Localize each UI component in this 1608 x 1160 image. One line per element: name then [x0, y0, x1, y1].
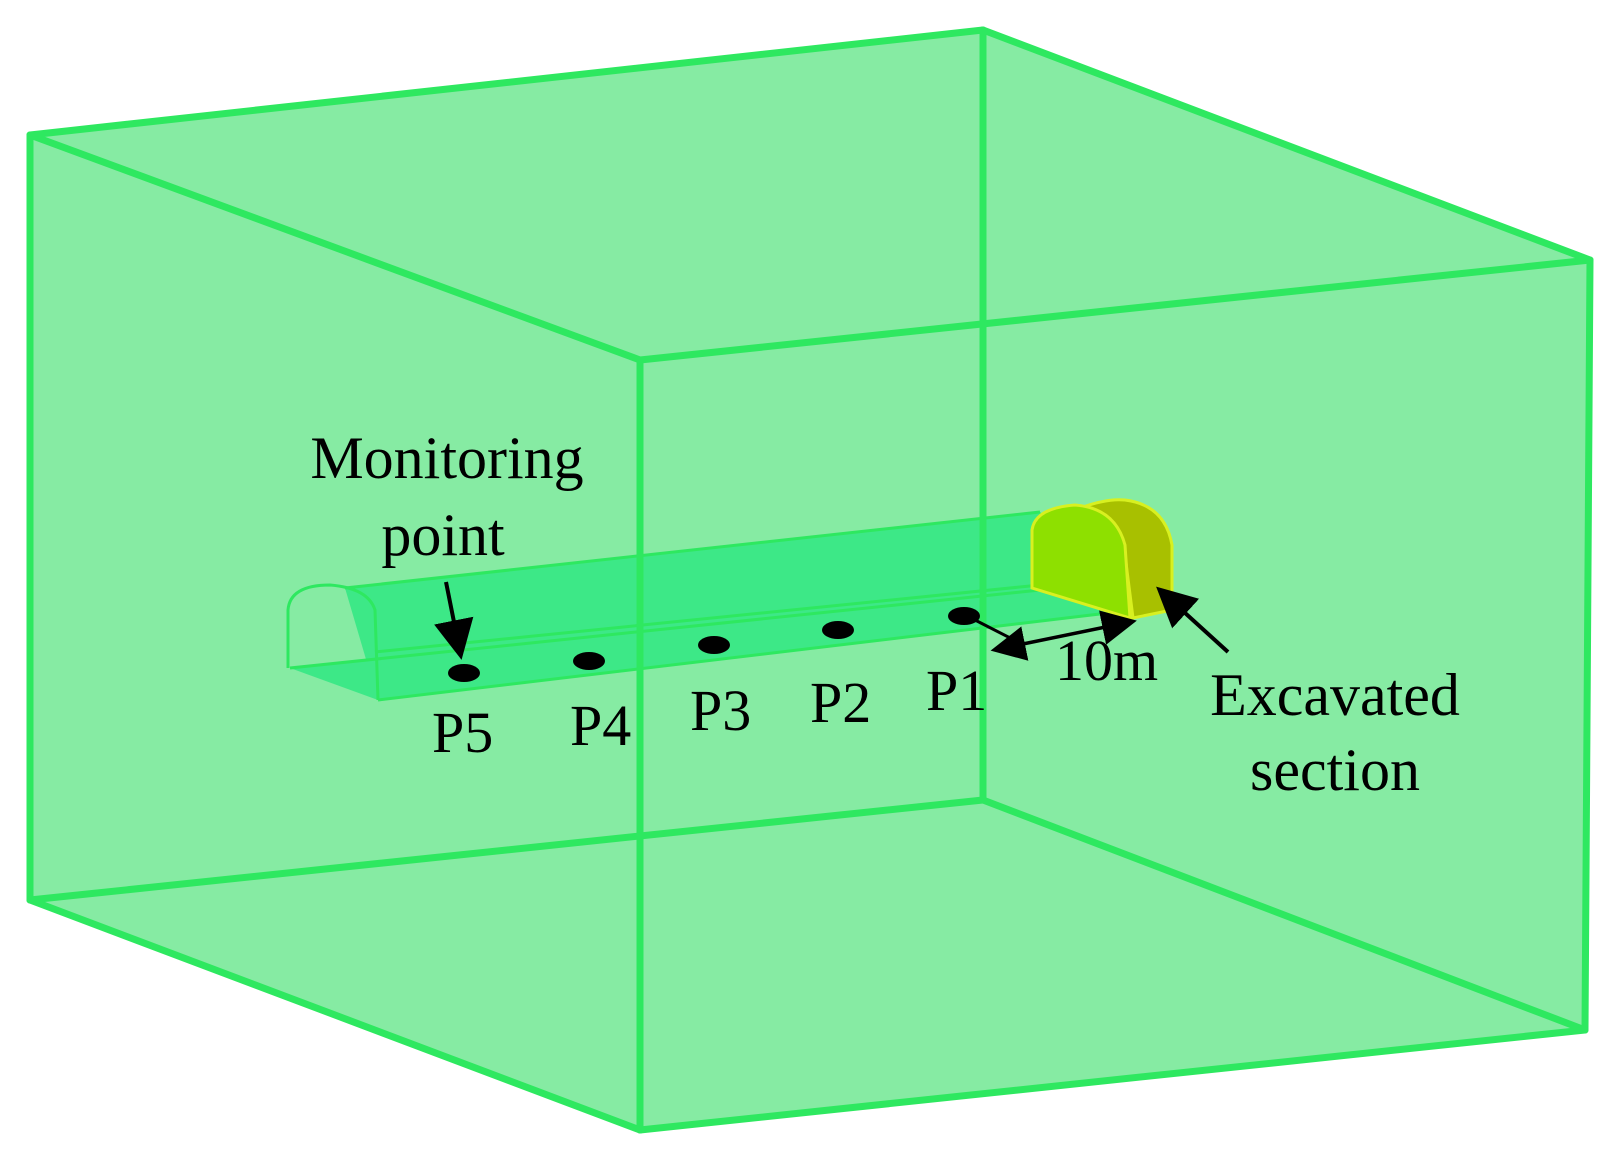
monitoring-label-line2: point — [381, 502, 505, 568]
label-p3: P3 — [690, 678, 751, 743]
excavated-label-line1: Excavated — [1210, 662, 1460, 728]
monitoring-point-p5 — [448, 664, 480, 682]
excavated-section — [1030, 498, 1174, 621]
monitoring-point-p2 — [822, 621, 854, 639]
edge-right-vert — [1581, 256, 1594, 1034]
monitoring-points — [448, 607, 980, 682]
excavated-arrow — [1156, 586, 1230, 654]
tunnel-edge-ground — [374, 583, 1041, 654]
edge-top-back — [26, 26, 987, 139]
edge-bottom-back — [26, 796, 987, 904]
excavated-label-line2: section — [1250, 737, 1420, 803]
distance-arrow — [990, 610, 1137, 661]
distance-leader — [974, 618, 1021, 645]
label-p5: P5 — [432, 700, 493, 765]
edge-bottom-left — [26, 896, 644, 1134]
edge-top-left — [26, 131, 644, 364]
monitoring-point-p3 — [698, 636, 730, 654]
edge-top-front — [636, 256, 1594, 364]
tunnel-edge-floor — [289, 588, 1041, 670]
monitoring-point-p4 — [573, 652, 605, 670]
edge-top-right — [979, 26, 1594, 264]
edge-bottom-right — [979, 796, 1589, 1034]
tunnel-edge-top — [344, 510, 1041, 590]
label-p1: P1 — [926, 658, 987, 723]
monitoring-point-p1 — [948, 607, 980, 625]
box-edges — [26, 26, 1594, 1134]
label-p2: P2 — [810, 670, 871, 735]
monitoring-label-line1: Monitoring — [310, 425, 583, 491]
edge-bottom-front — [636, 1026, 1589, 1134]
excavated-front — [1030, 503, 1132, 621]
tunnel — [286, 510, 1176, 702]
tunnel-portal — [286, 583, 380, 701]
label-p4: P4 — [570, 693, 631, 758]
distance-label: 10m — [1055, 628, 1158, 693]
monitoring-arrow — [434, 581, 474, 660]
